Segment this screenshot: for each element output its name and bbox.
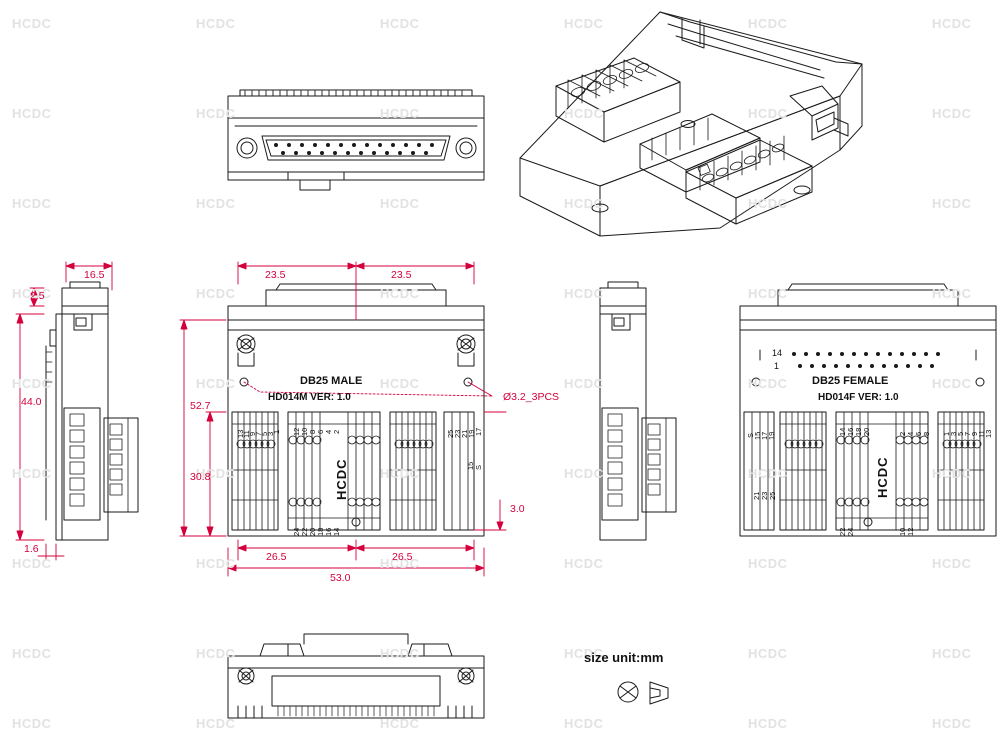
watermark: HCDC [12,286,52,301]
watermark: HCDC [748,466,788,481]
dim-30-8: 30.8 [190,471,211,483]
watermark: HCDC [564,196,604,211]
watermark: HCDC [748,646,788,661]
watermark: HCDC [932,716,972,731]
front-view-female-board [739,283,997,537]
watermark: HCDC [196,286,236,301]
watermark: HCDC [196,376,236,391]
watermark: HCDC [380,466,420,481]
watermark: HCDC [748,376,788,391]
watermark: HCDC [564,556,604,571]
watermark: HCDC [564,286,604,301]
watermark: HCDC [12,716,52,731]
dim-52-7: 52.7 [190,400,211,412]
right-side-view [599,281,677,541]
watermark: HCDC [748,556,788,571]
dim-1-6: 1.6 [24,543,39,555]
female-pin-label: 20 [862,427,871,436]
watermark: HCDC [564,106,604,121]
male-pin-label: 1 [272,429,281,434]
dim-3-0: 3.0 [510,503,525,515]
watermark: HCDC [748,286,788,301]
watermark: HCDC [196,16,236,31]
screwdriver-symbol [617,681,669,705]
female-pin-1-label: 1 [774,361,780,371]
size-unit-label: size unit:mm [584,650,664,665]
watermark: HCDC [932,196,972,211]
female-pin-label: 19 [767,431,776,440]
watermark: HCDC [12,646,52,661]
watermark: HCDC [932,376,972,391]
female-board-logo: HCDC [875,456,890,498]
watermark: HCDC [196,556,236,571]
male-board-part-number: HD014M VER: 1.0 [268,392,351,403]
watermark: HCDC [932,286,972,301]
female-board-part-number: HD014F VER: 1.0 [818,392,899,403]
watermark: HCDC [932,106,972,121]
dim-26-5-left: 26.5 [266,551,287,563]
watermark: HCDC [380,196,420,211]
watermark: HCDC [196,466,236,481]
watermark: HCDC [12,196,52,211]
watermark: HCDC [748,196,788,211]
female-pin-14-label: 14 [772,348,783,358]
watermark: HCDC [196,196,236,211]
watermark: HCDC [564,466,604,481]
watermark: HCDC [564,16,604,31]
watermark: HCDC [748,16,788,31]
female-pin-label: 12 [906,527,915,536]
watermark: HCDC [196,646,236,661]
watermark: HCDC [196,716,236,731]
watermark: HCDC [564,646,604,661]
dim-23-5-left: 23.5 [265,269,286,281]
watermark: HCDC [12,16,52,31]
dim-2-5: 2.5 [30,290,45,302]
watermark: HCDC [12,376,52,391]
isometric-3d-view [519,11,863,237]
dim-hole-callout: Ø3.2_3PCS [503,391,560,403]
watermark: HCDC [748,106,788,121]
front-view-male-board [227,283,485,537]
watermark: HCDC [380,376,420,391]
male-pin-label: S [474,464,483,470]
dim-16-5: 16.5 [84,269,105,281]
watermark: HCDC [748,716,788,731]
dim-23-5-right: 23.5 [391,269,412,281]
dim-26-5-right: 26.5 [392,551,413,563]
top-view-male-connector [227,89,485,191]
watermark: HCDC [564,716,604,731]
dim-44-0: 44.0 [21,396,42,408]
dim-53-0: 53.0 [330,572,351,584]
watermark: HCDC [380,556,420,571]
watermark: HCDC [12,106,52,121]
watermark: HCDC [380,16,420,31]
watermark: HCDC [932,646,972,661]
watermark: HCDC [196,106,236,121]
male-pin-label: 17 [474,427,483,436]
watermark: HCDC [380,716,420,731]
female-pin-label: 24 [846,527,855,536]
watermark: HCDC [12,466,52,481]
female-pin-label: 25 [768,491,777,500]
female-board-title: DB25 FEMALE [812,375,889,387]
left-side-view [45,281,139,541]
male-pin-label: 2 [332,429,341,434]
watermark: HCDC [380,286,420,301]
male-pin-label: 14 [332,527,341,536]
male-board-title: DB25 MALE [300,375,363,387]
bottom-view [227,633,485,719]
male-board-logo: HCDC [334,458,349,500]
female-pin-label: 13 [984,429,993,438]
watermark: HCDC [564,376,604,391]
watermark: HCDC [12,556,52,571]
female-pin-label: 8 [922,431,931,436]
watermark: HCDC [932,16,972,31]
watermark: HCDC [932,556,972,571]
watermark: HCDC [380,646,420,661]
watermark: HCDC [932,466,972,481]
watermark: HCDC [380,106,420,121]
